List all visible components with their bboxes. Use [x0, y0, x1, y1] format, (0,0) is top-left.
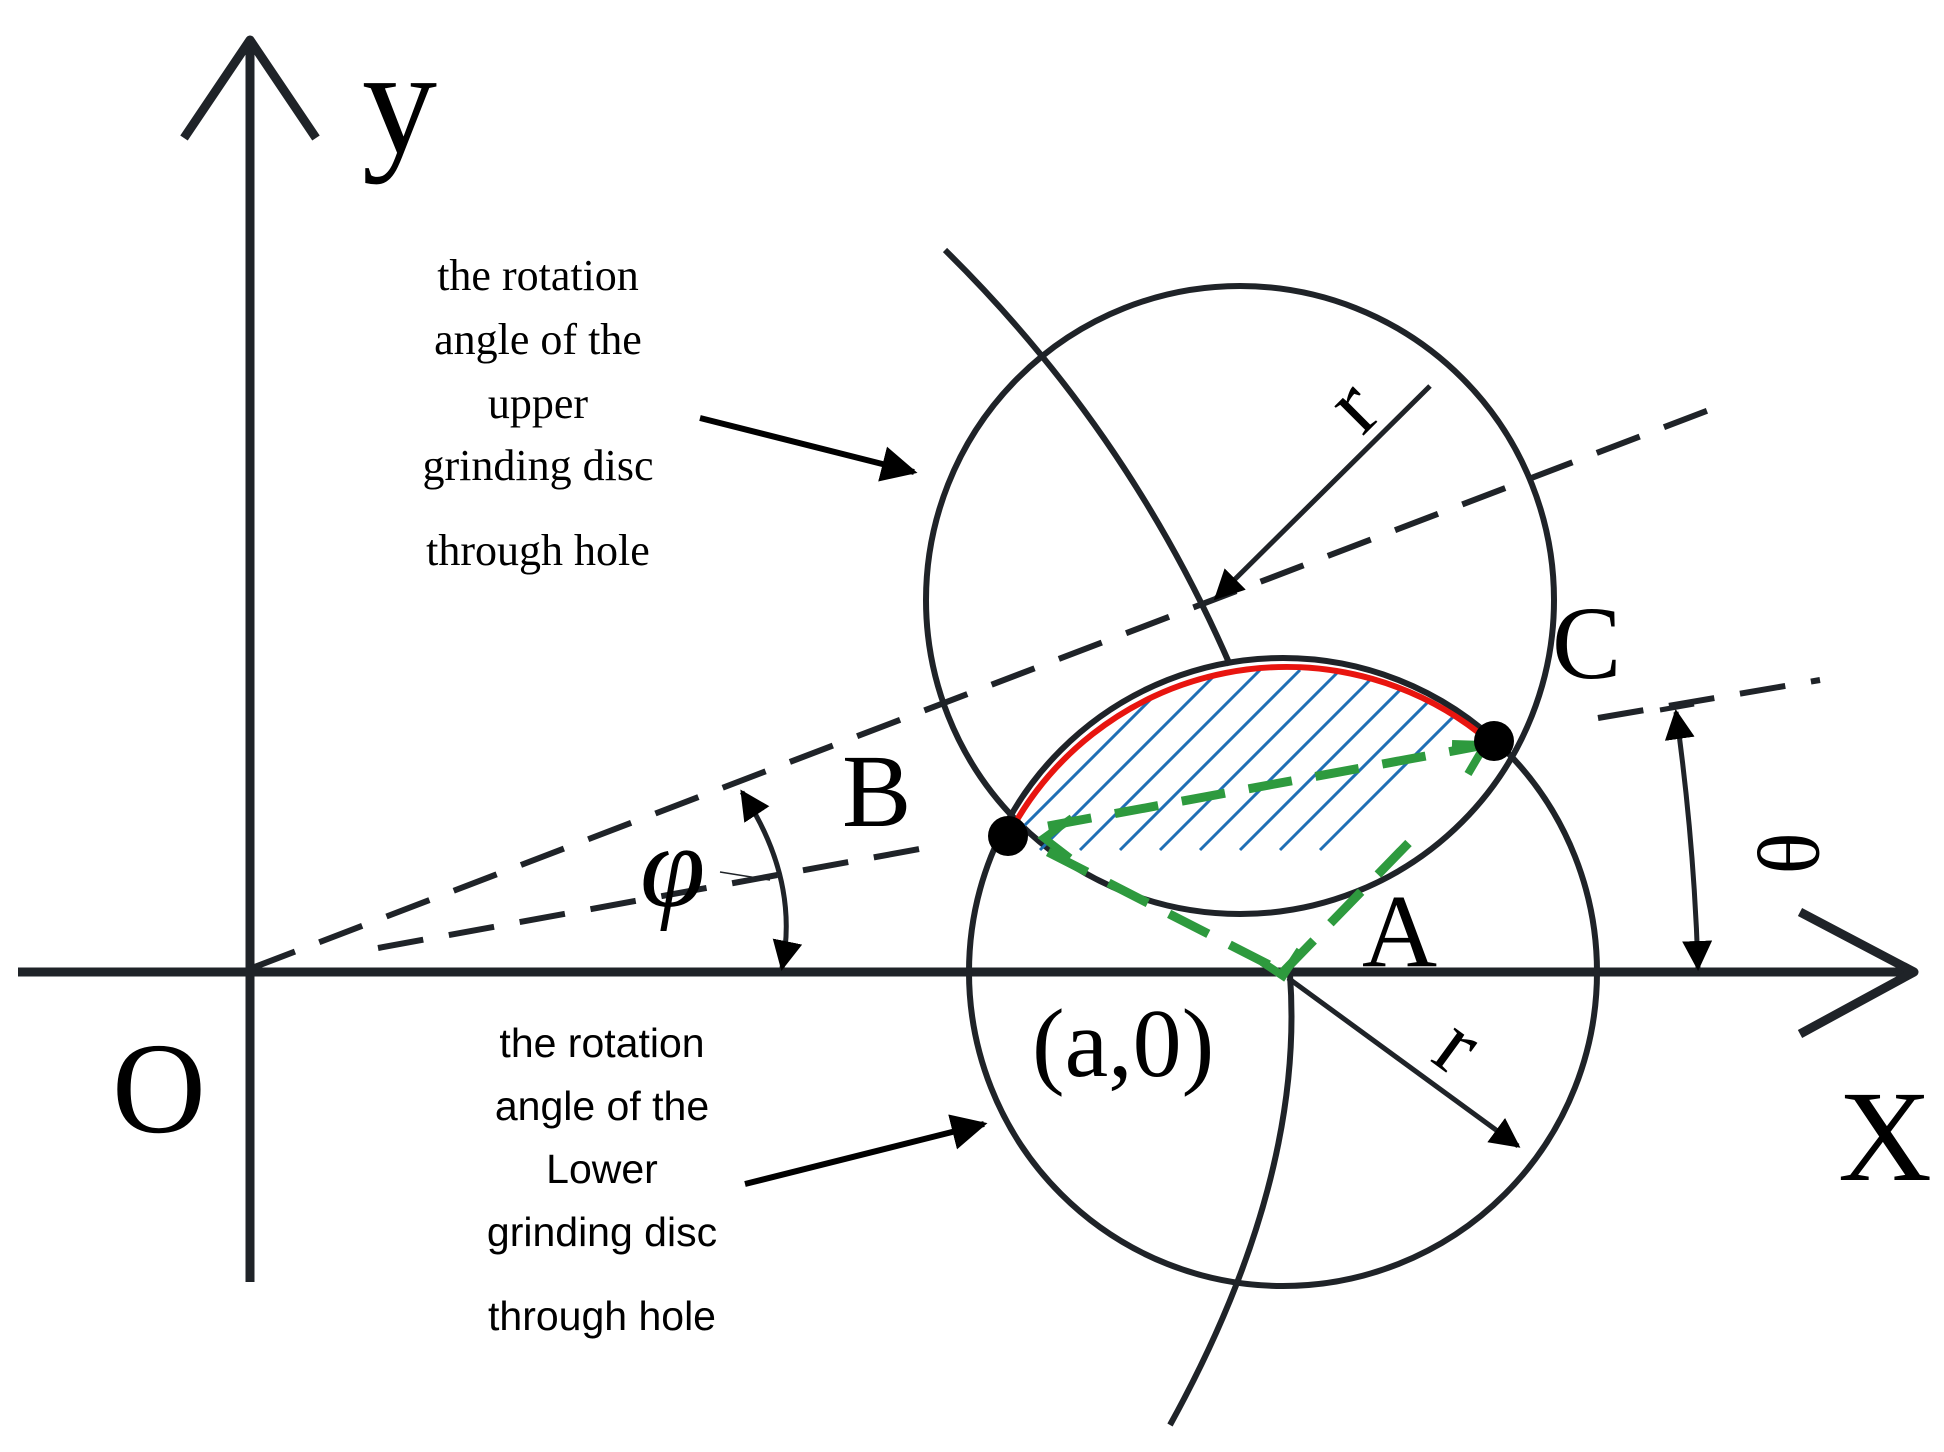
intersection-line-dashed — [377, 845, 926, 951]
lower-radius-arrow — [1286, 975, 1521, 1149]
theta-angle-arrow — [1659, 701, 1713, 971]
lower-annotation-line: the rotation — [499, 1020, 704, 1066]
lower-annotation: the rotation angle of the Lower grinding… — [487, 1020, 717, 1339]
theta-label: θ — [1738, 832, 1835, 874]
origin-label: O — [112, 1017, 206, 1161]
upper-annotation-line: grinding disc — [423, 441, 654, 490]
lower-hole-circle — [966, 655, 1600, 1289]
upper-radius-arrow — [1213, 384, 1432, 601]
lower-annotation-line: Lower — [546, 1146, 658, 1192]
upper-annotation-line: through hole — [426, 526, 650, 575]
lower-radius-label: r — [1417, 996, 1499, 1094]
phi-label: φ — [640, 801, 705, 932]
x-axis-label: X — [1838, 1065, 1932, 1209]
lower-rotation-arc — [1167, 974, 1295, 1427]
lens-upper-arc — [1005, 664, 1491, 838]
lower-annotation-line: grinding disc — [487, 1209, 717, 1255]
point-c-marker — [1474, 721, 1514, 761]
y-axis-label: y — [362, 19, 437, 185]
lower-annotation-line: through hole — [488, 1293, 716, 1339]
lower-annotation-arrow — [744, 1114, 988, 1187]
center-point-label: (a,0) — [1032, 990, 1214, 1098]
point-c-label: C — [1552, 586, 1621, 701]
theta-ref-dashed — [1597, 677, 1821, 721]
x-axis — [18, 908, 1919, 1038]
green-arrowhead-b — [1037, 814, 1075, 862]
upper-annotation-line: the rotation — [437, 251, 639, 300]
upper-radius-label: r — [1306, 360, 1397, 451]
upper-annotation-line: angle of the — [434, 315, 642, 364]
y-axis — [180, 35, 320, 1282]
green-dashed-chords — [1045, 740, 1486, 977]
upper-annotation-line: upper — [488, 379, 589, 428]
upper-rotation-arc — [942, 247, 1233, 667]
green-corner-a — [1259, 947, 1304, 982]
phi-angle-arrow — [719, 789, 803, 971]
upper-annotation: the rotation angle of the upper grinding… — [423, 251, 654, 575]
point-b-marker — [988, 816, 1028, 856]
center-line-dashed — [250, 402, 1724, 971]
upper-annotation-arrow — [699, 415, 918, 482]
lower-annotation-line: angle of the — [495, 1083, 709, 1129]
point-b-label: B — [842, 734, 911, 849]
point-a-label: A — [1362, 874, 1437, 989]
upper-hole-circle — [923, 283, 1557, 917]
